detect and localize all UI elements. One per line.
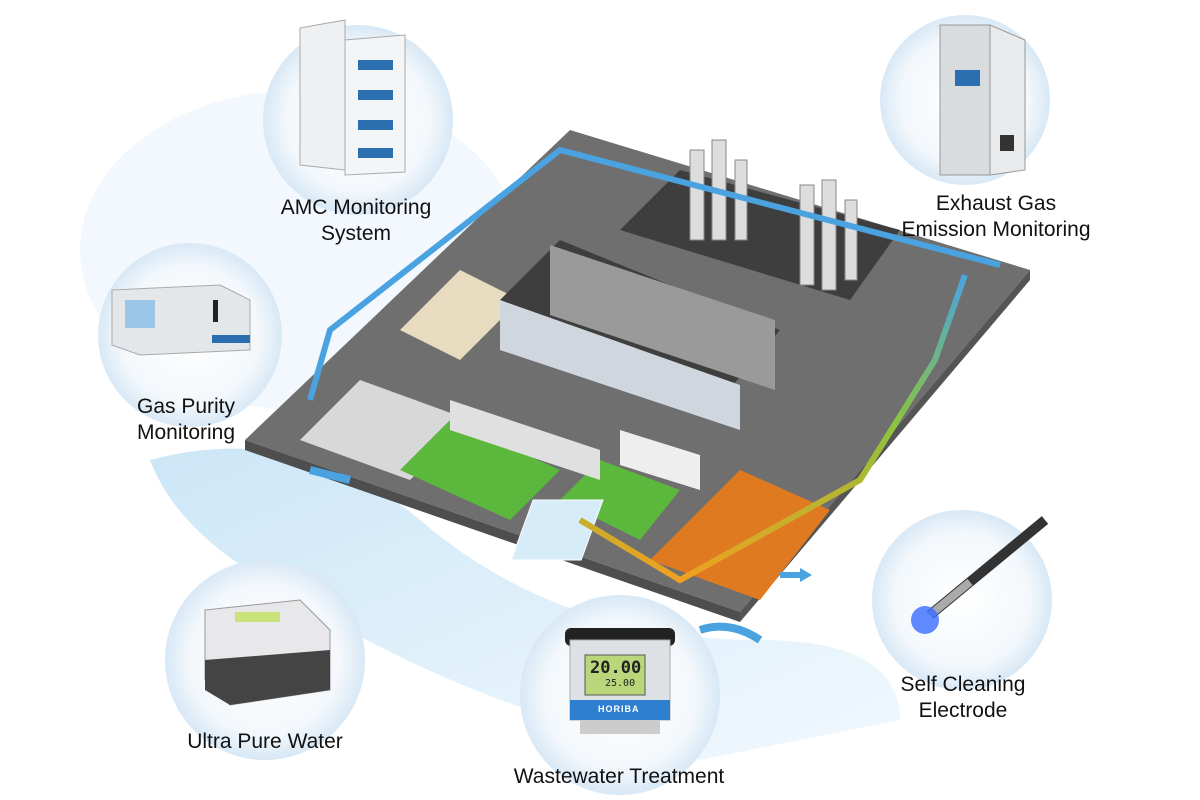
- label-self-cleaning: Self Cleaning Electrode: [901, 672, 1026, 724]
- exhaust-cabinet-image: [939, 24, 1026, 176]
- label-wastewater: Wastewater Treatment: [514, 764, 724, 790]
- water-pipe: [309, 466, 351, 484]
- green-zone: [400, 420, 560, 520]
- label-line: Electrode: [918, 699, 1008, 722]
- wastewater-meter-image: [565, 628, 675, 734]
- water-pipe: [307, 146, 1001, 401]
- gas-purity-analyzer-image: [111, 284, 251, 356]
- label-line: Ultra Pure Water: [187, 730, 343, 753]
- orange-zone: [650, 470, 830, 600]
- process-pipe: [578, 274, 968, 584]
- ultra-pure-water-analyzer-image: [204, 599, 331, 706]
- storage-zone: [400, 270, 520, 360]
- label-line: Emission Monitoring: [901, 218, 1091, 241]
- label-exhaust: Exhaust Gas Emission Monitoring: [901, 191, 1090, 243]
- label-gas-purity: Gas Purity Monitoring: [137, 394, 235, 446]
- outflow-arrow: [698, 622, 763, 644]
- label-line: Exhaust Gas: [935, 192, 1057, 215]
- label-line: Self Cleaning: [900, 673, 1026, 696]
- label-line: AMC Monitoring: [280, 196, 432, 219]
- meter-main-reading: 20.00: [590, 658, 642, 678]
- label-ultra-pure-water: Ultra Pure Water: [187, 729, 343, 755]
- green-zone: [560, 460, 680, 540]
- amc-cabinet-image: [299, 19, 406, 176]
- electrode-image: [911, 516, 1049, 634]
- label-line: Gas Purity: [136, 395, 236, 418]
- meter-brand: HORIBA: [598, 704, 640, 714]
- label-amc: AMC Monitoring System: [281, 195, 432, 247]
- label-line: Wastewater Treatment: [513, 765, 725, 788]
- label-line: System: [320, 222, 391, 245]
- meter-sub-reading: 25.00: [605, 678, 636, 689]
- label-line: Monitoring: [136, 421, 236, 444]
